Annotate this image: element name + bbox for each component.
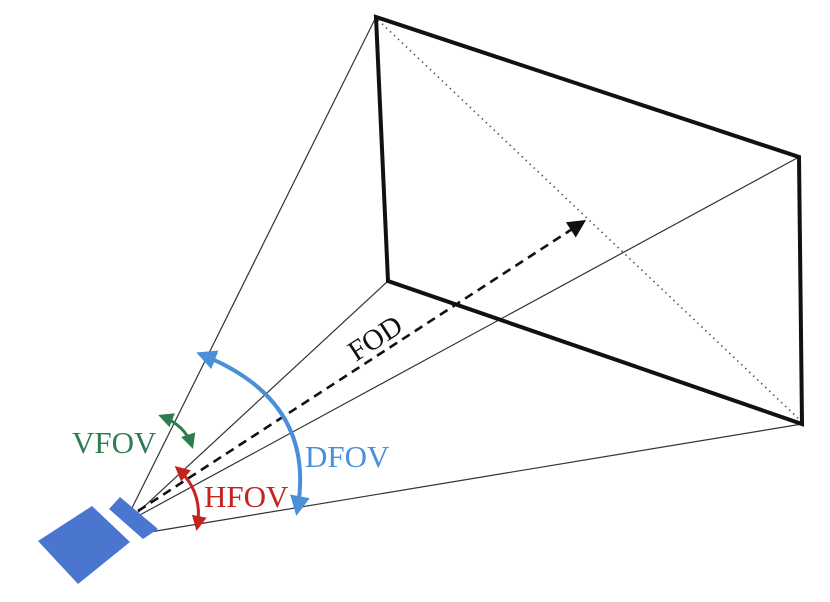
frustum-lines bbox=[129, 16, 803, 533]
camera-icon bbox=[38, 497, 158, 584]
vfov-label: VFOV bbox=[72, 425, 157, 460]
image-plane-frame bbox=[373, 14, 805, 427]
hfov-arc bbox=[174, 466, 207, 531]
camera-lens bbox=[109, 497, 158, 539]
hfov-label: HFOV bbox=[204, 479, 289, 514]
dfov-label: DFOV bbox=[305, 439, 390, 474]
dfov-arc bbox=[196, 350, 310, 516]
frame-diagonal-dotted bbox=[377, 19, 801, 421]
fod-label: FOD bbox=[342, 309, 408, 367]
vfov-arc bbox=[158, 413, 196, 449]
camera-body bbox=[38, 506, 130, 584]
fod-arrow bbox=[137, 220, 587, 513]
frustum-line-top-right bbox=[137, 156, 800, 517]
frustum-line-bottom-right bbox=[149, 423, 803, 533]
